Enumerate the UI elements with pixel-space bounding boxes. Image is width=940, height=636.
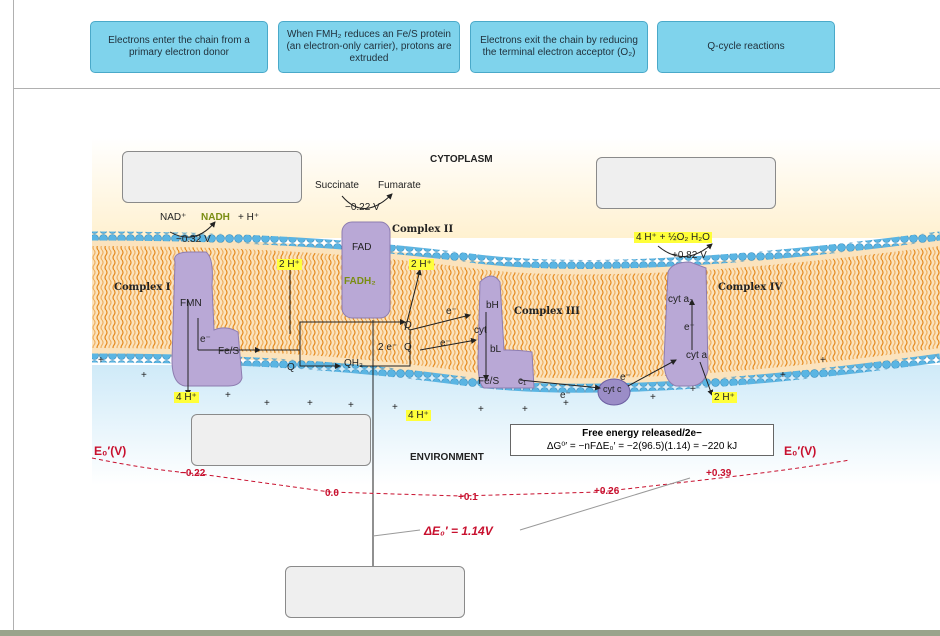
succinate-potential: −0.22 V (345, 202, 380, 213)
plus-sign: + (820, 355, 826, 366)
oxygen-reaction-label: 4 H⁺ + ½O₂ H₂O (634, 232, 712, 243)
plus-sign: + (780, 370, 786, 381)
nadh-label: NADH (201, 212, 230, 223)
drop-target-1[interactable] (122, 151, 302, 203)
potential-value: +0.1 (458, 492, 478, 503)
eo-right-label: E₀′(V) (784, 444, 817, 458)
fumarate-label: Fumarate (378, 180, 421, 191)
nadh-potential: −0.32 V (176, 234, 211, 245)
fad-label: FAD (352, 242, 372, 253)
cyt-a3-label: cyt a₃ (668, 294, 694, 305)
drop-target-3[interactable] (191, 414, 371, 466)
free-energy-box: Free energy released/2e− ΔG⁰′ = −nFΔE₀′ … (510, 424, 774, 456)
complex-i-label: Complex I (114, 282, 171, 293)
drop-target-4[interactable] (285, 566, 465, 618)
q-label-3: Q (404, 342, 412, 353)
proton-4h-label-1: 4 H⁺ (174, 392, 199, 403)
plus-sign: + (141, 370, 147, 381)
cyt-label-complex-iii: cyt (474, 325, 487, 336)
plus-sign: + (563, 398, 569, 409)
answer-tile-primary-donor[interactable]: Electrons enter the chain from a primary… (90, 21, 268, 73)
nadh-plus-h-label: + H⁺ (238, 212, 260, 223)
proton-2h-label-1: 2 H⁺ (277, 259, 302, 270)
q-label-1: Q (287, 362, 295, 373)
plus-sign: + (264, 398, 270, 409)
c1-label: c₁ (518, 376, 527, 387)
e-label-to-cytc: e⁻ (560, 390, 571, 401)
e-label-complex-i: e⁻ (200, 334, 211, 345)
cytc-label: cyt c (603, 384, 622, 394)
tile-bank-separator (13, 88, 940, 89)
proton-2h-label-3: 2 H⁺ (712, 392, 737, 403)
proton-2h-label-2: 2 H⁺ (409, 259, 434, 270)
answer-tile-fmh2-fes[interactable]: When FMH₂ reduces an Fe/S protein (an el… (278, 21, 460, 73)
fes-label-complex-i: Fe/S (218, 346, 240, 357)
plus-sign: + (98, 355, 104, 366)
plus-sign: + (392, 402, 398, 413)
two-e-label: 2 e⁻ (378, 342, 398, 353)
bh-label: bH (486, 300, 499, 311)
bl-label: bL (490, 344, 502, 355)
e-label-q-1: e⁻ (446, 306, 457, 317)
answer-tile-terminal-acceptor[interactable]: Electrons exit the chain by reducing the… (470, 21, 648, 73)
qh2-label: QH₂ (344, 358, 363, 369)
potential-value: +0.39 (706, 468, 732, 479)
fes-label-complex-iii: Fe/S (478, 376, 500, 387)
drop-target-2[interactable] (596, 157, 776, 209)
proton-4h-label-2: 4 H⁺ (406, 410, 431, 421)
plus-sign: + (307, 398, 313, 409)
plus-sign: + (522, 404, 528, 415)
q-label-2: Q (404, 320, 412, 331)
free-energy-equation: ΔG⁰′ = −nFΔE₀′ = −2(96.5)(1.14) = −220 k… (546, 441, 738, 452)
potential-value: −0.22 (180, 468, 206, 479)
cyt-a-label: cyt a (686, 350, 708, 361)
eo-left-label: E₀′(V) (94, 444, 127, 458)
left-border (13, 0, 14, 636)
e-label-cytc-to-iv: e⁻ (620, 372, 631, 383)
nad-label: NAD⁺ (160, 212, 187, 223)
complex-iii-label: Complex III (514, 306, 580, 317)
answer-tile-q-cycle[interactable]: Q-cycle reactions (657, 21, 835, 73)
environment-label: ENVIRONMENT (410, 452, 484, 463)
complex-ii-label: Complex II (392, 224, 454, 235)
complex-iv-label: Complex IV (718, 282, 783, 293)
plus-sign: + (478, 404, 484, 415)
plus-sign: + (690, 384, 696, 395)
delta-e-label: ΔE₀′ = 1.14V (424, 524, 493, 538)
oxygen-potential: +0.82 V (672, 250, 707, 261)
plus-sign: + (650, 392, 656, 403)
plus-sign: + (348, 400, 354, 411)
succinate-label: Succinate (315, 180, 359, 191)
plus-sign: + (225, 390, 231, 401)
e-label-complex-iv: e⁻ (684, 322, 695, 333)
potential-value: 0.0 (325, 488, 339, 499)
e-label-q-2: e⁻ (440, 338, 451, 349)
cytoplasm-label: CYTOPLASM (430, 154, 493, 165)
fadh2-label: FADH₂ (344, 276, 376, 287)
free-energy-title: Free energy released/2e− (582, 428, 702, 439)
potential-value: +0.26 (594, 486, 620, 497)
fmn-label: FMN (180, 298, 202, 309)
bottom-bar (0, 630, 940, 636)
